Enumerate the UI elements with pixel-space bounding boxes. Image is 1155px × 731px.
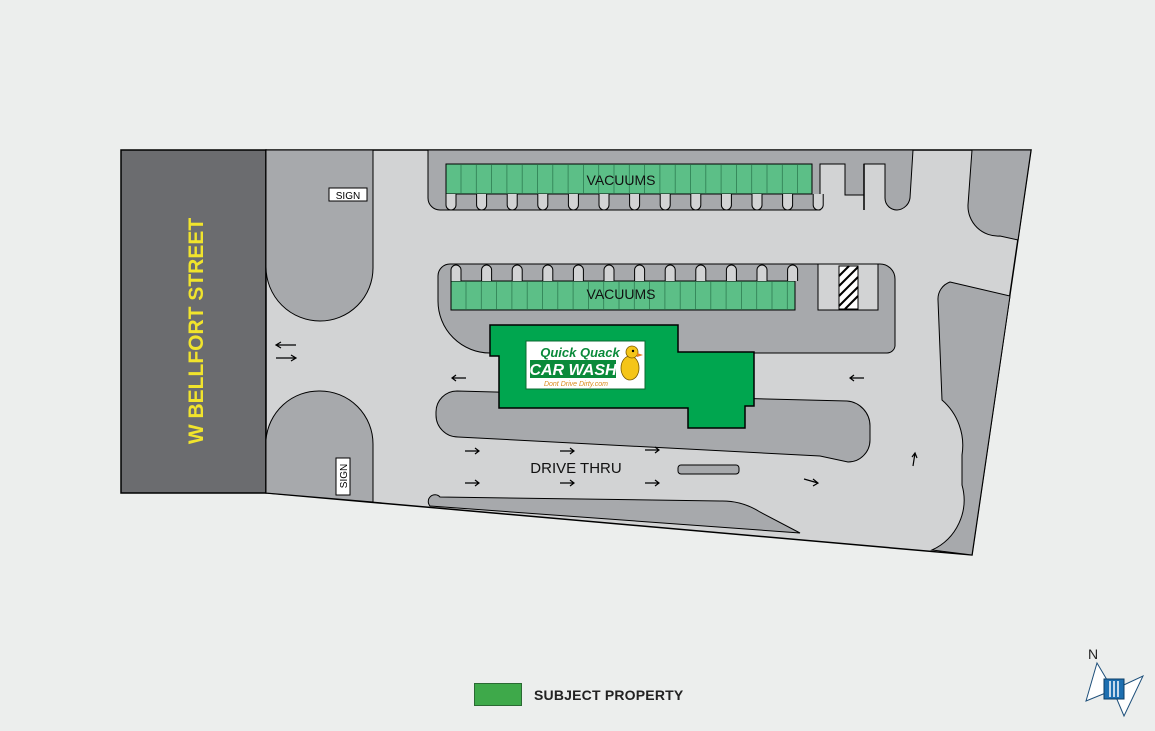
arrow-east-5 bbox=[560, 479, 575, 487]
vacuum-stall bbox=[567, 194, 579, 211]
arrow-east-2 bbox=[560, 447, 575, 455]
vacuum-stall-markers bbox=[450, 264, 799, 281]
pay-station bbox=[677, 464, 740, 475]
logo-line2: CAR WASH bbox=[529, 362, 617, 379]
vacuum-stall bbox=[542, 264, 554, 281]
vacuum-stall bbox=[598, 194, 610, 211]
vacuum-stall bbox=[664, 264, 676, 281]
street bbox=[120, 149, 267, 494]
vacuum-stall bbox=[720, 194, 732, 211]
vacuum-label-middle: VACUUMS bbox=[587, 286, 656, 302]
vacuum-stall bbox=[603, 264, 615, 281]
hatch-lines bbox=[838, 265, 859, 310]
legend-label: SUBJECT PROPERTY bbox=[534, 686, 684, 703]
arrow-east-3 bbox=[645, 446, 660, 454]
corner-island-ne bbox=[967, 149, 1032, 241]
vacuum-stall bbox=[476, 194, 488, 211]
vacuum-stall bbox=[572, 264, 584, 281]
duck-icon bbox=[620, 345, 643, 381]
vacuum-stall-markers bbox=[445, 194, 824, 211]
vacuum-stall bbox=[634, 264, 646, 281]
logo-tagline: Dont Drive Dirty.com bbox=[544, 381, 608, 388]
compass-rose: N bbox=[1085, 646, 1145, 718]
vacuum-stall bbox=[756, 264, 768, 281]
quick-quack-logo: Quick Quack CAR WASH Dont Drive Dirty.co… bbox=[525, 340, 646, 390]
vacuum-stall bbox=[695, 264, 707, 281]
vacuum-strip-lines bbox=[465, 282, 788, 309]
vacuum-stall bbox=[787, 264, 799, 281]
entrance-island-north bbox=[265, 149, 374, 322]
sign-north-label: SIGN bbox=[336, 191, 360, 202]
vacuum-stall bbox=[511, 264, 523, 281]
vacuum-stall bbox=[629, 194, 641, 211]
vacuum-stall bbox=[782, 194, 794, 211]
vacuum-label-top: VACUUMS bbox=[587, 172, 656, 188]
legend: SUBJECT PROPERTY bbox=[474, 683, 683, 706]
vacuum-stall bbox=[506, 194, 518, 211]
logo-line1: Quick Quack bbox=[540, 345, 620, 360]
vacuum-stall bbox=[537, 194, 549, 211]
vacuum-stall bbox=[690, 194, 702, 211]
street-label: W BELLFORT STREET bbox=[185, 218, 208, 444]
vacuum-stall bbox=[450, 264, 462, 281]
vacuum-stall bbox=[751, 194, 763, 211]
arrow-east-6 bbox=[645, 479, 660, 487]
arrow-west-1 bbox=[451, 374, 466, 382]
vacuum-stall bbox=[445, 194, 457, 211]
arrow-north bbox=[911, 451, 918, 467]
arrow-east-1 bbox=[465, 447, 480, 455]
legend-swatch bbox=[474, 683, 522, 706]
sign-south bbox=[335, 457, 351, 496]
vacuum-stall bbox=[725, 264, 737, 281]
traffic-arrows bbox=[274, 341, 918, 487]
arrow-southeast bbox=[803, 478, 820, 487]
arrow-east-4 bbox=[465, 479, 480, 487]
exit-island bbox=[427, 494, 801, 534]
vacuum-stall bbox=[812, 194, 824, 211]
sign-south-label: SIGN bbox=[339, 464, 350, 488]
sign-north bbox=[328, 187, 368, 202]
vacuum-stall bbox=[659, 194, 671, 211]
vacuum-strip-lines bbox=[460, 165, 798, 193]
arrow-west-2 bbox=[849, 374, 864, 382]
entrance-island-south bbox=[265, 390, 374, 503]
drive-thru-label: DRIVE THRU bbox=[530, 460, 621, 477]
vacuum-stall bbox=[481, 264, 493, 281]
compass-north-label: N bbox=[1088, 646, 1098, 662]
entrance-arrows bbox=[274, 341, 298, 362]
vacuum-strip-middle bbox=[450, 280, 796, 311]
east-island bbox=[930, 281, 1011, 556]
